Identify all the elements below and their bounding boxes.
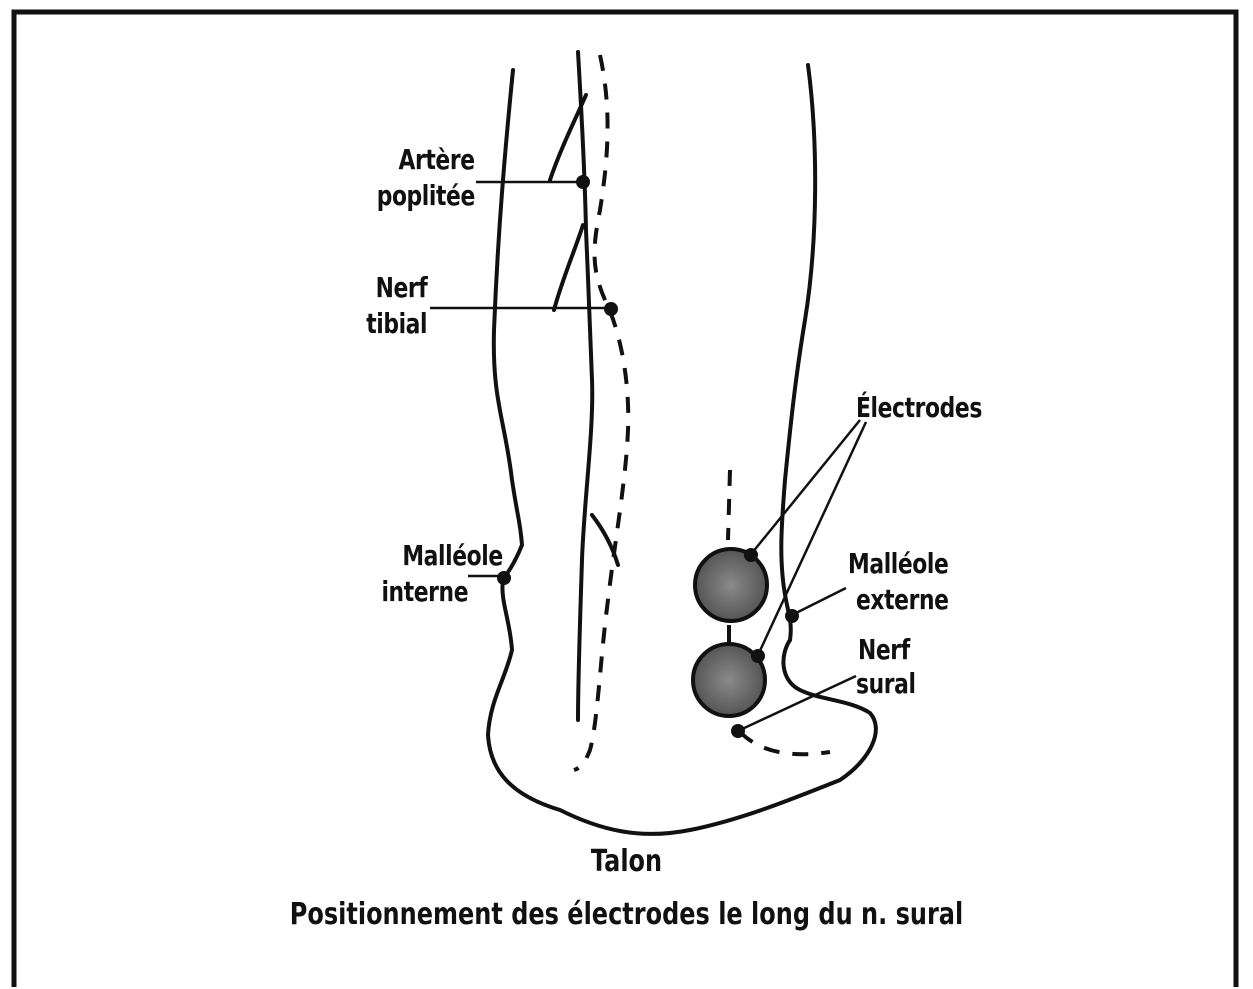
label-malleole-externe-line1: Malléole [848,550,948,578]
leader-electrode-lower [758,422,866,655]
label-nerf-tibial-line2: tibial [366,310,427,338]
nerve-branch [554,225,583,310]
dot-electrode-lower [751,649,765,663]
dot-nerf-tibial [604,302,618,316]
label-nerf-sural-line1: Nerf [858,636,910,664]
border-frame [14,12,1236,987]
label-malleole-interne-line2: interne [381,578,468,606]
artery-branch [550,95,586,180]
dot-malleole-interne [497,571,511,585]
leg-outer-outline [781,65,815,640]
leader-malleole-externe [792,588,846,615]
dot-artere [576,175,590,189]
caption-talon: Talon [125,847,1127,877]
label-nerf-sural-line2: sural [856,670,916,698]
sural-nerve-dashed-upper [728,470,730,540]
leader-electrode-upper [752,420,860,553]
electrode-upper [695,549,767,621]
dot-nerf-sural [731,724,745,738]
label-artere-line1: Artère [399,146,475,174]
dot-malleole-externe [785,609,799,623]
tibial-line [578,52,592,720]
label-malleole-interne-line1: Malléole [403,542,503,570]
label-artere-line2: poplitée [377,182,475,210]
label-nerf-tibial-line1: Nerf [375,274,427,302]
label-malleole-externe-line2: externe [856,586,949,614]
label-electrodes: Électrodes [856,394,982,422]
leg-inner-outline [488,70,876,834]
sural-nerve-dashed-lower [740,732,830,754]
medial-hook [592,515,618,565]
dot-electrode-upper [744,548,758,562]
caption-title: Positionnement des électrodes le long du… [125,900,1127,930]
